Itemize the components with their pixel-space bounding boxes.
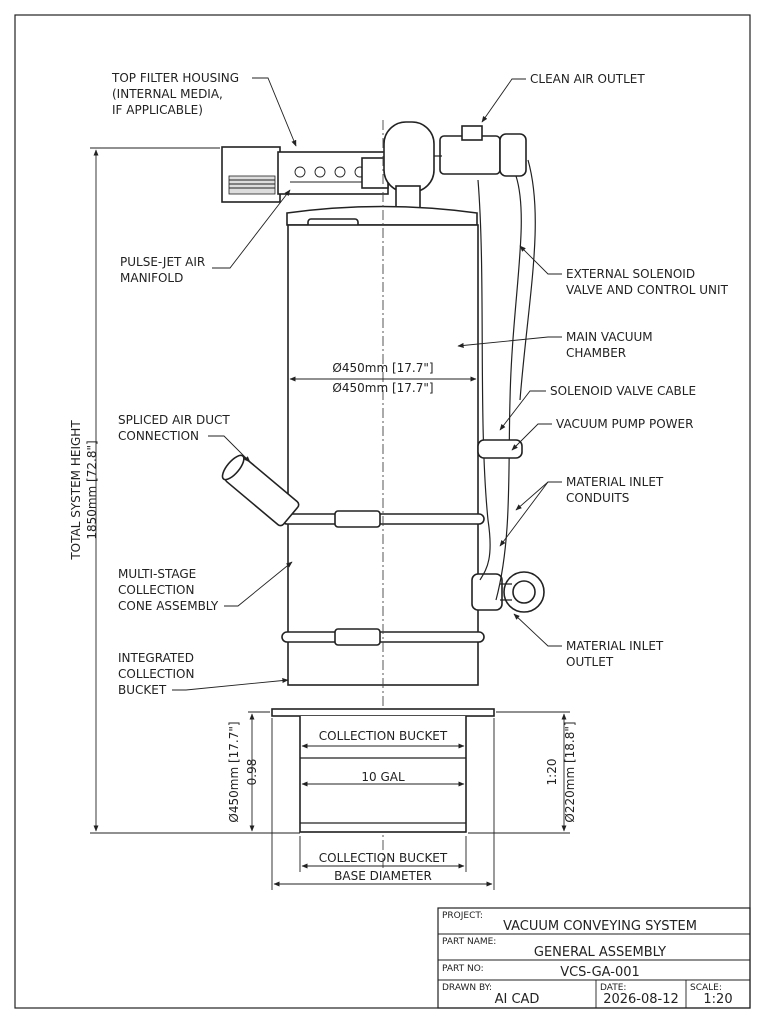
bucket-volume-label: 10 GAL: [361, 770, 405, 784]
total-height-label: TOTAL SYSTEM HEIGHT: [69, 420, 83, 561]
bucket-height-ratio: 0.98: [245, 759, 259, 786]
callout-clean-air: CLEAN AIR OUTLET: [530, 72, 645, 86]
callout-cone-3: CONE ASSEMBLY: [118, 599, 219, 613]
drawn-by-value: AI CAD: [495, 992, 540, 1007]
date-value: 2026-08-12: [603, 992, 679, 1007]
base-label-2: BASE DIAMETER: [334, 869, 432, 883]
callout-bucket-1: INTEGRATED: [118, 651, 194, 665]
callout-top-filter-1: TOP FILTER HOUSING: [111, 71, 239, 85]
callout-solenoid-unit-2: VALVE AND CONTROL UNIT: [566, 283, 729, 297]
project-value: VACUUM CONVEYING SYSTEM: [503, 919, 697, 934]
callout-cone-1: MULTI-STAGE: [118, 567, 196, 581]
callout-pulse-jet-1: PULSE-JET AIR: [120, 255, 205, 269]
part-name-value: GENERAL ASSEMBLY: [534, 945, 666, 960]
callouts: TOP FILTER HOUSING (INTERNAL MEDIA, IF A…: [111, 71, 729, 697]
scale-label: SCALE:: [690, 983, 722, 993]
callout-solenoid-unit-1: EXTERNAL SOLENOID: [566, 267, 695, 281]
part-no-value: VCS-GA-001: [560, 965, 640, 980]
callout-spliced-duct-1: SPLICED AIR DUCT: [118, 413, 230, 427]
bucket-height-dim: Ø450mm [17.7"]: [227, 721, 241, 822]
bucket-diameter-dim: Ø220mm [18.8"]: [563, 721, 577, 822]
material-inlet-outlet: [471, 571, 545, 613]
callout-inlet-conduits-2: CONDUITS: [566, 491, 629, 505]
callout-pulse-jet-2: MANIFOLD: [120, 271, 183, 285]
callout-main-chamber-1: MAIN VACUUM: [566, 330, 653, 344]
chamber-diameter-label: Ø450mm [17.7"]: [332, 361, 433, 375]
callout-bucket-3: BUCKET: [118, 683, 167, 697]
drawn-by-label: DRAWN BY:: [442, 983, 492, 993]
bucket-label: COLLECTION BUCKET: [319, 729, 448, 743]
base-label-1: COLLECTION BUCKET: [319, 851, 448, 865]
callout-cone-2: COLLECTION: [118, 583, 194, 597]
bucket-flange: [271, 708, 495, 717]
spliced-air-duct: [221, 454, 300, 527]
total-height-value: 1850mm [72.8"]: [85, 440, 99, 539]
bucket-scale-dim: 1:20: [545, 759, 559, 786]
date-label: DATE:: [600, 983, 626, 993]
scale-value: 1:20: [703, 992, 732, 1007]
dimension-lines: Ø450mm [17.7"] Ø450mm [17.7"] TOTAL SYST…: [69, 147, 577, 890]
material-inlet-conduit: [495, 175, 522, 601]
callout-spliced-duct-2: CONNECTION: [118, 429, 199, 443]
callout-bucket-2: COLLECTION: [118, 667, 194, 681]
part-no-label: PART NO:: [442, 964, 484, 974]
callout-top-filter-3: IF APPLICABLE): [112, 103, 203, 117]
clean-air-outlet-drum: [383, 121, 435, 193]
callout-pump-power: VACUUM PUMP POWER: [556, 417, 693, 431]
part-name-label: PART NAME:: [442, 937, 496, 947]
callout-inlet-conduits-1: MATERIAL INLET: [566, 475, 664, 489]
chamber-diameter-label-2: Ø450mm [17.7"]: [332, 381, 433, 395]
callout-inlet-outlet-2: OUTLET: [566, 655, 614, 669]
callout-inlet-outlet-1: MATERIAL INLET: [566, 639, 664, 653]
drawing-border: [14, 14, 751, 1009]
callout-top-filter-2: (INTERNAL MEDIA,: [112, 87, 223, 101]
project-label: PROJECT:: [442, 911, 483, 921]
callout-main-chamber-2: CHAMBER: [566, 346, 626, 360]
vacuum-receiver-assembly: [221, 120, 545, 870]
title-block: PROJECT: VACUUM CONVEYING SYSTEM PART NA…: [437, 907, 751, 1009]
solenoid-valve-unit: [439, 135, 501, 175]
callout-solenoid-cable: SOLENOID VALVE CABLE: [550, 384, 696, 398]
